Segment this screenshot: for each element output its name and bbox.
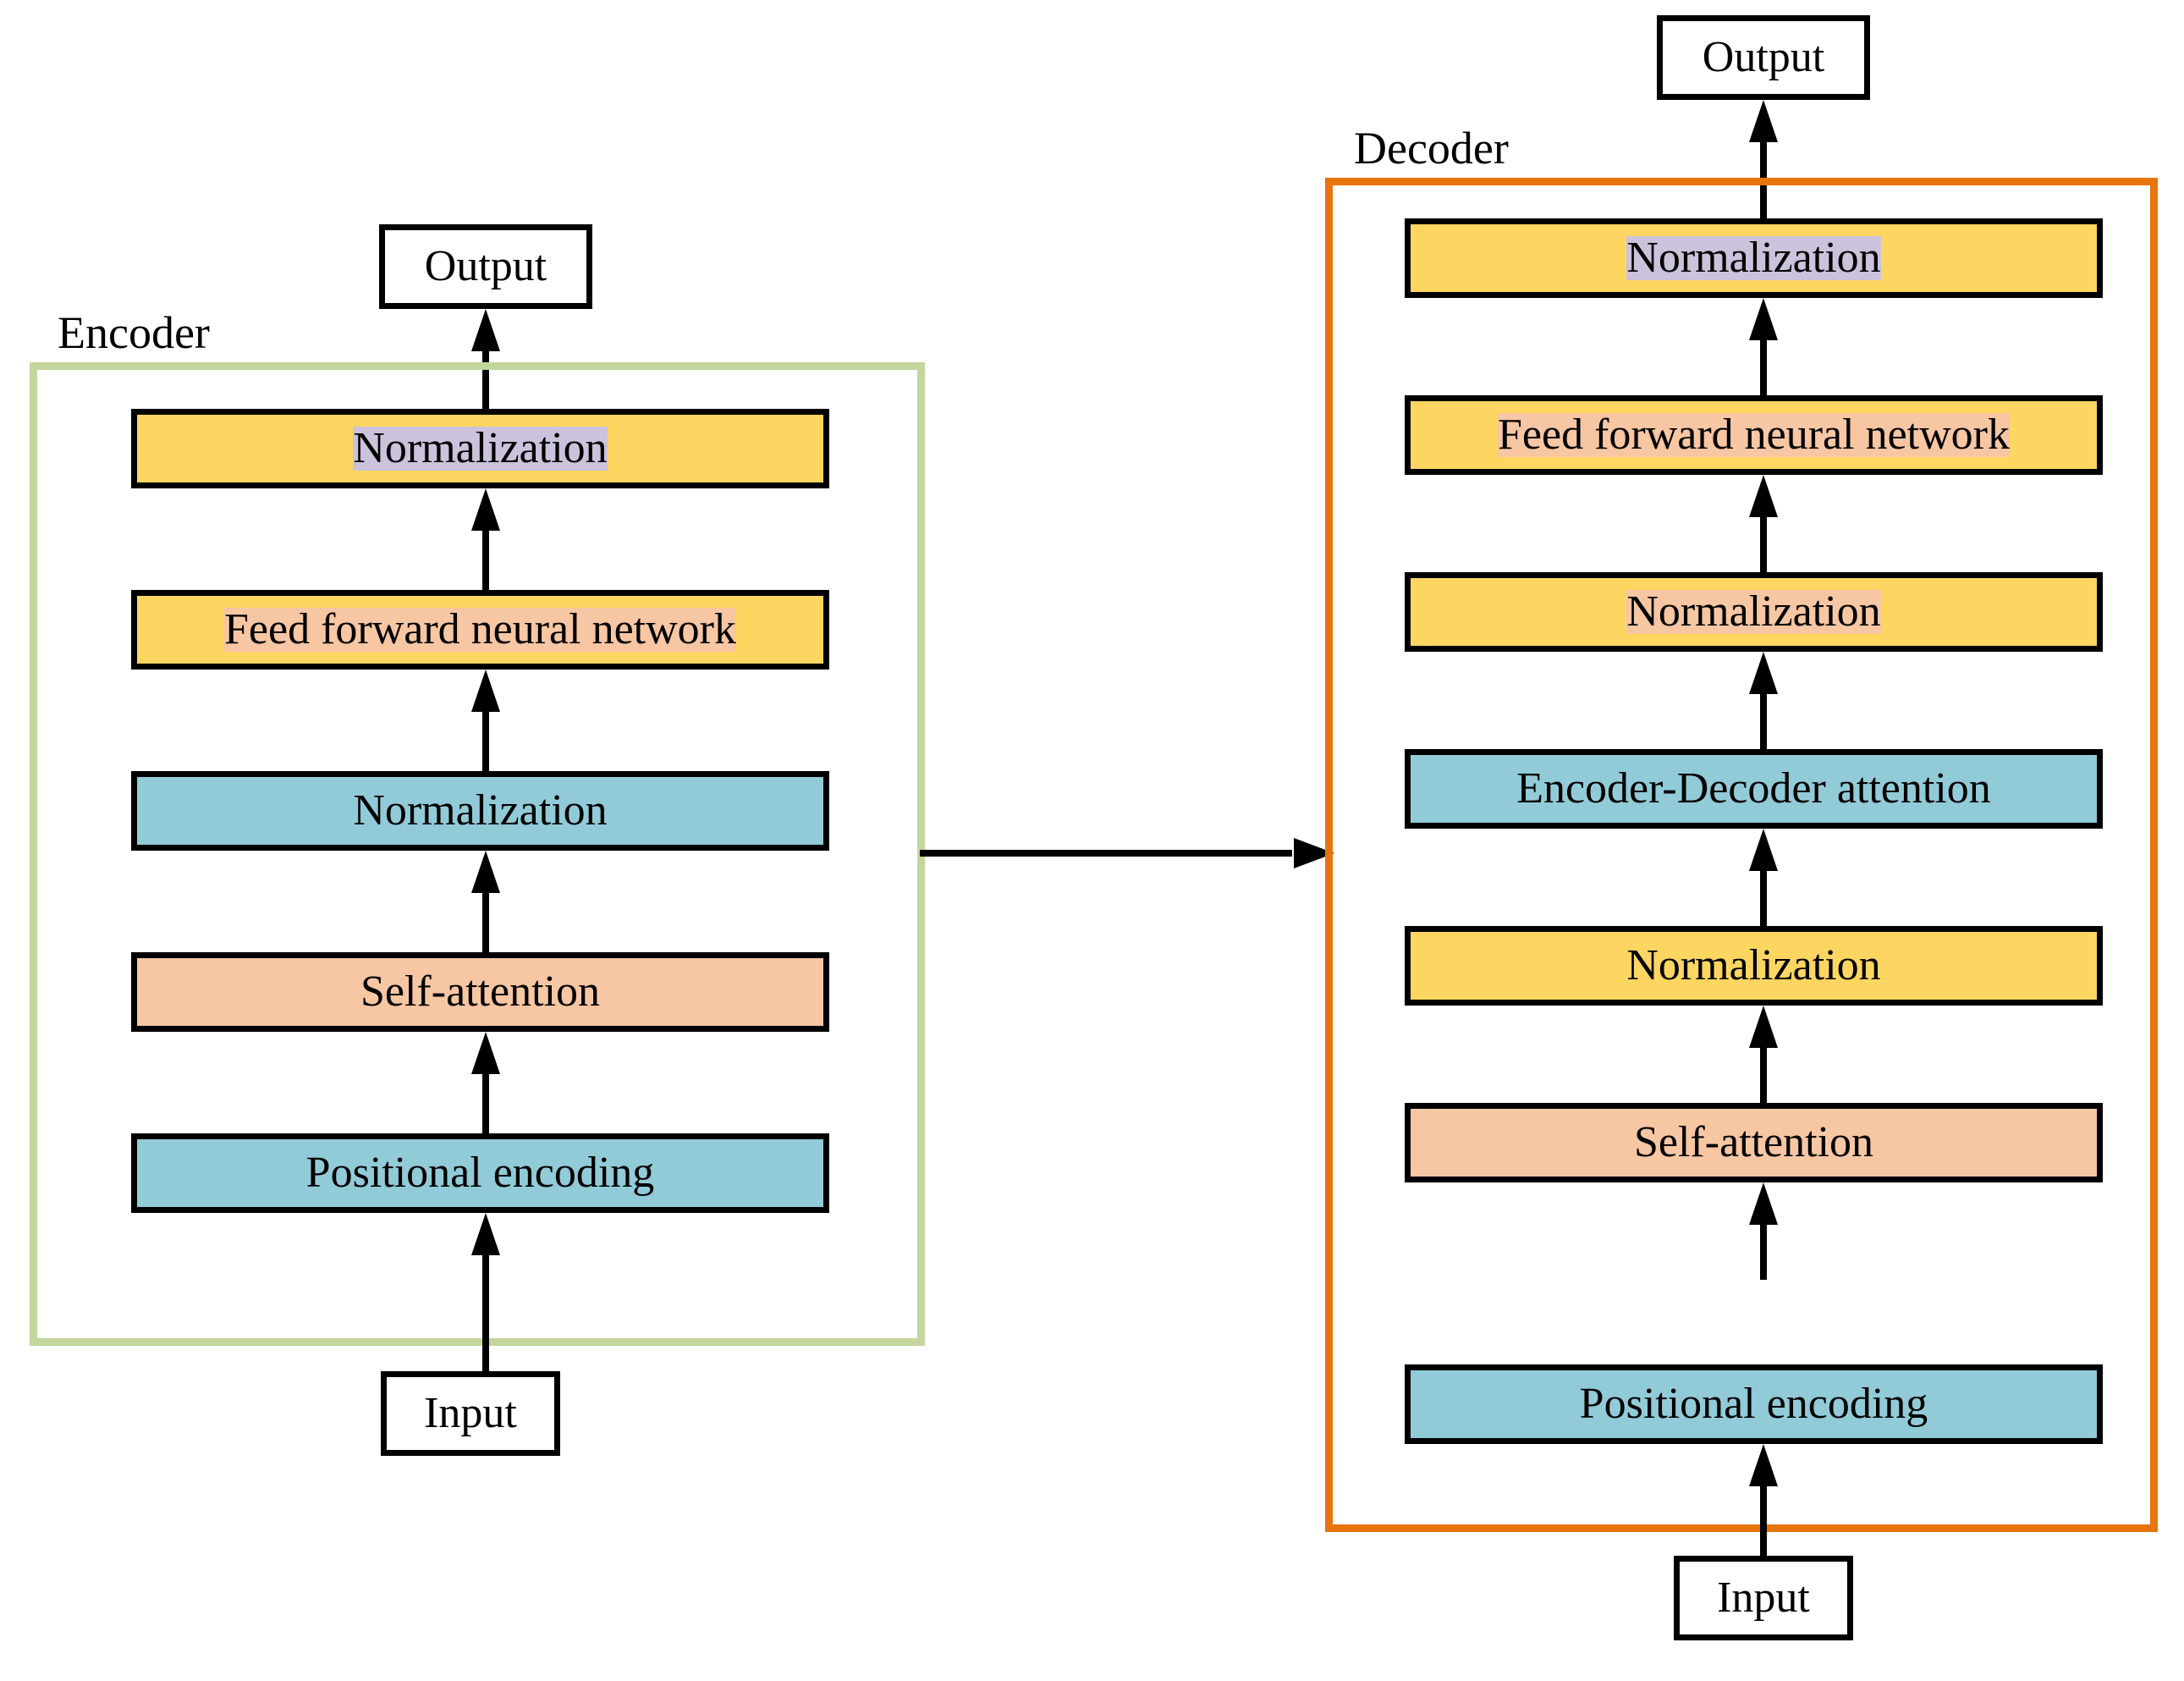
encoder-output-label: Output (424, 242, 547, 290)
decoder-group-box (1325, 178, 2158, 1532)
decoder-stage-normalization-second: Normalization (1405, 572, 2103, 652)
decoder-stage-label: Encoder-Decoder attention (1516, 764, 1991, 813)
encoder-stage-label: Positional encoding (305, 1149, 655, 1197)
decoder-output-label: Output (1702, 33, 1825, 81)
decoder-stage-encoder-decoder-attention: Encoder-Decoder attention (1405, 749, 2103, 829)
encoder-stage-positional-encoding: Positional encoding (131, 1133, 829, 1213)
encoder-stage-label: Normalization (353, 786, 608, 835)
decoder-group-label: Decoder (1354, 123, 1509, 174)
decoder-stage-feed-forward: Feed forward neural network (1405, 395, 2103, 475)
decoder-stage-self-attention: Self-attention (1405, 1103, 2103, 1182)
decoder-stage-normalization-top: Normalization (1405, 218, 2103, 298)
decoder-input-box: Input (1674, 1556, 1853, 1640)
encoder-output-box: Output (379, 224, 592, 309)
arrow-encoder-to-decoder (920, 836, 1334, 870)
decoder-stage-label: Normalization (1626, 587, 1881, 636)
encoder-stage-label: Self-attention (360, 967, 601, 1016)
encoder-input-label: Input (424, 1389, 517, 1437)
decoder-output-box: Output (1657, 15, 1870, 100)
decoder-stage-positional-encoding: Positional encoding (1405, 1364, 2103, 1444)
encoder-group-label: Encoder (58, 307, 210, 358)
decoder-input-label: Input (1717, 1574, 1810, 1622)
encoder-stage-label: Feed forward neural network (224, 605, 736, 653)
decoder-stage-label: Positional encoding (1579, 1380, 1928, 1428)
encoder-stage-self-attention: Self-attention (131, 952, 829, 1032)
decoder-stage-normalization-third: Normalization (1405, 926, 2103, 1006)
decoder-stage-label: Normalization (1626, 234, 1881, 282)
decoder-stage-label: Normalization (1626, 941, 1881, 989)
encoder-stage-feed-forward: Feed forward neural network (131, 590, 829, 670)
decoder-stage-label: Self-attention (1633, 1118, 1874, 1166)
encoder-input-box: Input (381, 1371, 560, 1456)
encoder-stage-normalization-mid: Normalization (131, 771, 829, 851)
decoder-stage-label: Feed forward neural network (1498, 411, 2010, 459)
encoder-stage-normalization-top: Normalization (131, 409, 829, 488)
encoder-stage-label: Normalization (353, 424, 608, 472)
